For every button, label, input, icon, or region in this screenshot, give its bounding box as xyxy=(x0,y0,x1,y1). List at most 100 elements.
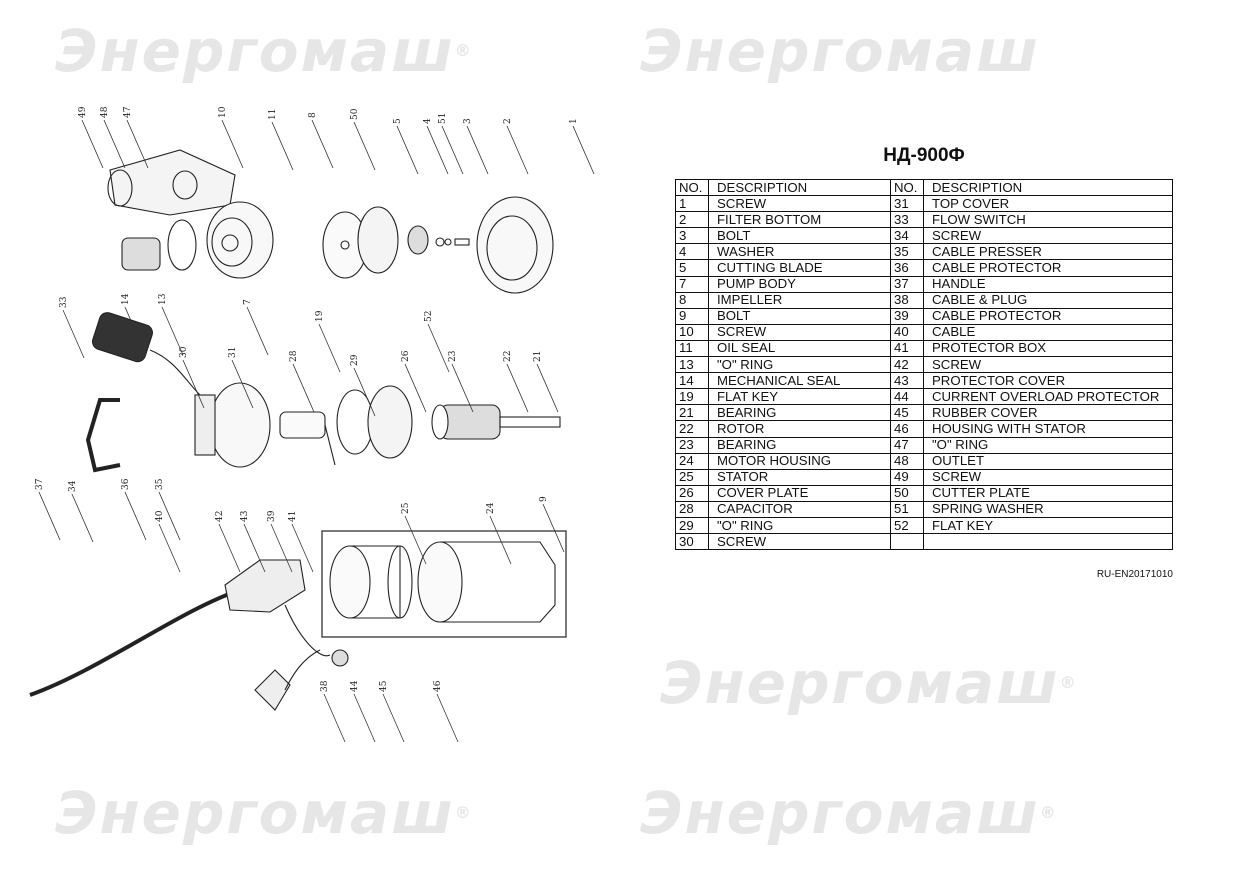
leader-line xyxy=(271,121,294,171)
callout-label: 33 xyxy=(59,296,69,308)
callout-label: 40 xyxy=(155,510,165,522)
part-no: 44 xyxy=(890,388,924,406)
callout-label: 2 xyxy=(503,118,513,124)
part-description xyxy=(923,533,1173,551)
leader-line xyxy=(124,491,147,541)
part-description: CURRENT OVERLOAD PROTECTOR xyxy=(923,388,1173,406)
part-no: 52 xyxy=(890,516,924,535)
watermark: Энергомаш® xyxy=(55,779,473,847)
part-description: IMPELLER xyxy=(708,291,891,309)
part-description: FLOW SWITCH xyxy=(923,211,1173,229)
callout-label: 4 xyxy=(423,118,433,124)
part-no: 51 xyxy=(890,500,924,518)
callout-label: 36 xyxy=(121,478,131,490)
document-code: RU-EN20171010 xyxy=(1096,569,1173,580)
part-description: SCREW xyxy=(708,323,891,341)
watermark: Энергомаш xyxy=(640,17,1040,85)
leader-line xyxy=(62,309,85,359)
leader-line xyxy=(221,119,244,169)
part-description: CABLE PROTECTOR xyxy=(923,307,1173,325)
part-description: "O" RING xyxy=(708,516,891,535)
mechanical-seal-part xyxy=(121,237,161,271)
part-no: 26 xyxy=(675,484,709,502)
part-description: BOLT xyxy=(708,307,891,325)
callout-label: 37 xyxy=(35,478,45,490)
callout-label: 3 xyxy=(463,118,473,124)
part-no: 47 xyxy=(890,436,924,454)
callout-label: 50 xyxy=(350,108,360,120)
part-description: HANDLE xyxy=(923,275,1173,293)
protector-box-part xyxy=(224,559,306,613)
callout-label: 7 xyxy=(243,299,253,305)
part-no: 5 xyxy=(675,259,709,277)
part-no: 39 xyxy=(890,307,924,325)
callout-label: 1 xyxy=(569,118,579,124)
leader-line xyxy=(353,693,376,743)
callout-label: 39 xyxy=(267,510,277,522)
callout-label: 47 xyxy=(123,106,133,118)
watermark: Энергомаш® xyxy=(55,17,473,85)
leader-line xyxy=(396,125,419,175)
leader-line xyxy=(441,125,464,175)
leader-line xyxy=(427,323,450,373)
callout-label: 14 xyxy=(121,293,131,305)
leader-line xyxy=(81,119,104,169)
leader-line xyxy=(489,515,512,565)
part-description: SCREW xyxy=(708,533,891,551)
part-no: 3 xyxy=(675,227,709,245)
part-no: 25 xyxy=(675,468,709,486)
part-no: 37 xyxy=(890,275,924,293)
leader-line xyxy=(404,363,427,413)
part-no: 38 xyxy=(890,291,924,309)
leader-line xyxy=(451,363,474,413)
header-no: NO. xyxy=(675,178,709,197)
filter-bottom-part xyxy=(476,196,554,294)
part-no: 30 xyxy=(675,533,709,551)
callout-label: 9 xyxy=(539,496,549,502)
part-description: CAPACITOR xyxy=(708,500,891,518)
part-no: 41 xyxy=(890,339,924,358)
callout-label: 48 xyxy=(100,106,110,118)
part-description: CUTTING BLADE xyxy=(708,259,891,277)
part-description: BEARING xyxy=(708,436,891,454)
part-no: 28 xyxy=(675,500,709,518)
cutter-plate-part xyxy=(357,206,399,274)
table-header-row: NO. DESCRIPTION NO. DESCRIPTION xyxy=(675,178,1173,197)
part-no: 31 xyxy=(890,195,924,213)
part-description: TOP COVER xyxy=(923,195,1173,213)
leader-line xyxy=(126,119,149,169)
diagram-parts xyxy=(29,149,567,711)
pump-body-part xyxy=(206,201,274,279)
outlet-part xyxy=(107,149,236,216)
header-description: DESCRIPTION xyxy=(708,178,891,197)
part-no: 35 xyxy=(890,243,924,261)
part-no: 11 xyxy=(675,339,709,358)
part-description: MECHANICAL SEAL xyxy=(708,372,891,390)
cable-and-plug-part xyxy=(254,604,349,711)
callout-label: 25 xyxy=(401,502,411,514)
part-no: 40 xyxy=(890,323,924,341)
callout-label: 38 xyxy=(320,680,330,692)
callout-label: 5 xyxy=(393,118,403,124)
part-no: 45 xyxy=(890,404,924,422)
callout-label: 51 xyxy=(438,113,448,124)
callout-label: 19 xyxy=(315,310,325,322)
part-description: HOUSING WITH STATOR xyxy=(923,420,1173,438)
part-description: CABLE xyxy=(923,323,1173,341)
part-no: 33 xyxy=(890,211,924,229)
part-no: 4 xyxy=(675,243,709,261)
leader-line xyxy=(158,523,181,573)
part-description: SPRING WASHER xyxy=(923,500,1173,518)
capacitor-part xyxy=(279,411,336,466)
part-no: 48 xyxy=(890,452,924,470)
leader-line xyxy=(292,363,315,413)
